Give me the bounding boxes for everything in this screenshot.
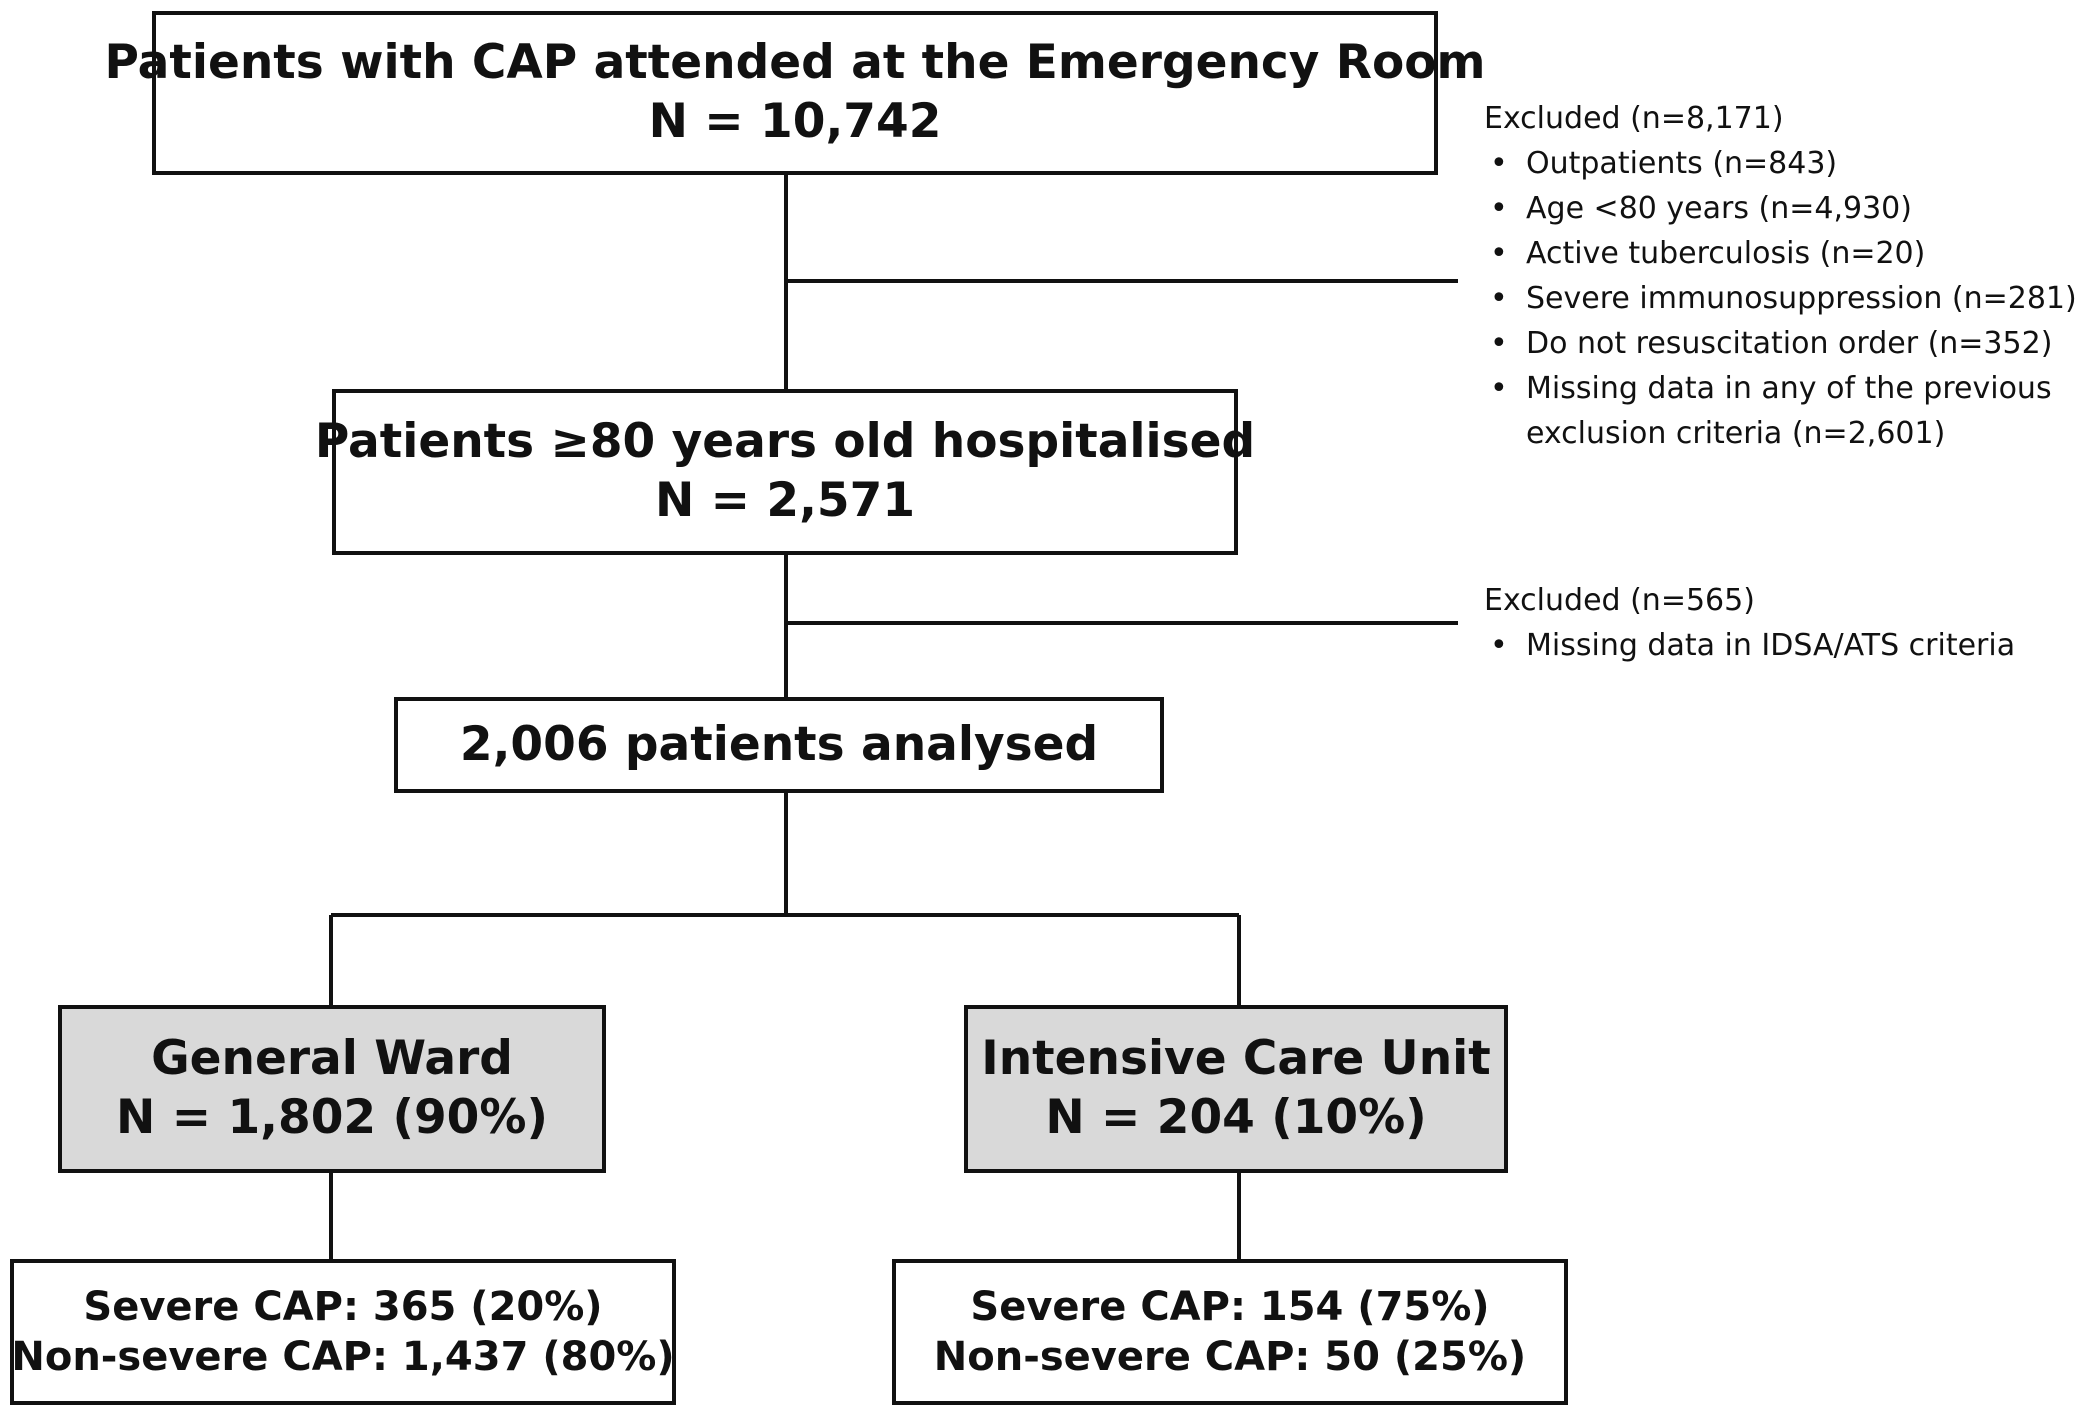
exclusion-panel-1: Excluded (n=8,171) Outpatients (n=843) A… [1484,96,2077,456]
general-ward-box: General Ward N = 1,802 (90%) [58,1005,606,1173]
icu-outcome-box: Severe CAP: 154 (75%) Non-severe CAP: 50… [892,1259,1568,1405]
icu-count: N = 204 (10%) [1045,1090,1427,1145]
er-count: N = 10,742 [648,94,942,149]
exclusion-1-item: Outpatients (n=843) [1484,141,2077,186]
analysed-box: 2,006 patients analysed [394,697,1164,793]
exclusion-1-list: Outpatients (n=843) Age <80 years (n=4,9… [1484,141,2077,456]
exclusion-1-item-continued: exclusion criteria (n=2,601) [1526,416,1946,451]
icu-title: Intensive Care Unit [981,1031,1491,1087]
er-box: Patients with CAP attended at the Emerge… [104,11,1486,175]
exclusion-2-heading: Excluded (n=565) [1484,583,1755,618]
exclusion-panel-2: Excluded (n=565) Missing data in IDSA/AT… [1484,578,2015,668]
icu-severe-cap: Severe CAP: 154 (75%) [970,1284,1490,1330]
hospitalised-count: N = 2,571 [654,473,916,528]
analysed-title: 2,006 patients analysed [459,716,1099,772]
icu-non-severe-cap: Non-severe CAP: 50 (25%) [933,1334,1527,1380]
exclusion-2-list: Missing data in IDSA/ATS criteria [1484,623,2015,668]
ward-severe-cap: Severe CAP: 365 (20%) [83,1284,603,1330]
exclusion-1-item: Active tuberculosis (n=20) [1484,231,2077,276]
exclusion-2-item: Missing data in IDSA/ATS criteria [1484,623,2015,668]
ward-outcome-box: Severe CAP: 365 (20%) Non-severe CAP: 1,… [10,1259,676,1405]
er-title: Patients with CAP attended at the Emerge… [104,35,1486,91]
ward-non-severe-cap: Non-severe CAP: 1,437 (80%) [11,1334,675,1380]
exclusion-1-item: Do not resuscitation order (n=352) [1484,321,2077,366]
general-ward-count: N = 1,802 (90%) [116,1090,548,1145]
exclusion-1-item: Missing data in any of the previous [1484,366,2077,411]
icu-box: Intensive Care Unit N = 204 (10%) [964,1005,1508,1173]
general-ward-title: General Ward [151,1031,513,1087]
exclusion-1-item: Age <80 years (n=4,930) [1484,186,2077,231]
exclusion-1-item: Severe immunosuppression (n=281) [1484,276,2077,321]
exclusion-1-heading: Excluded (n=8,171) [1484,101,1784,136]
hospitalised-box: Patients ≥80 years old hospitalised N = … [315,389,1255,555]
hospitalised-title: Patients ≥80 years old hospitalised [314,414,1256,470]
